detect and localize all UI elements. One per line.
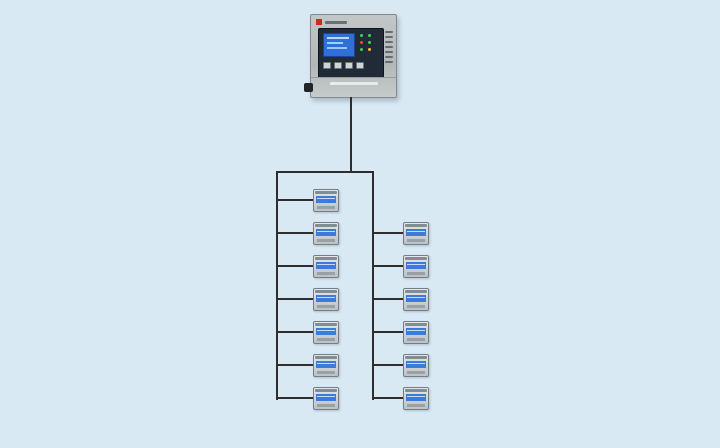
detector-top-cap bbox=[405, 290, 427, 293]
keypad-buttons bbox=[323, 62, 367, 69]
bus-stub-line bbox=[372, 364, 403, 366]
detector-display bbox=[406, 328, 426, 335]
detector-top-cap bbox=[315, 356, 337, 359]
detector-display bbox=[406, 394, 426, 401]
detector-node-right-2 bbox=[403, 255, 429, 278]
brand-logo-icon bbox=[316, 19, 322, 25]
bus-stub-line bbox=[372, 397, 403, 399]
detector-terminals bbox=[407, 371, 425, 374]
cable-gland bbox=[304, 83, 313, 92]
detector-top-cap bbox=[405, 323, 427, 326]
detector-display bbox=[316, 394, 336, 401]
detector-terminals bbox=[407, 272, 425, 275]
detector-top-cap bbox=[405, 389, 427, 392]
detector-terminals bbox=[407, 239, 425, 242]
detector-node-right-6 bbox=[403, 387, 429, 410]
detector-terminals bbox=[407, 338, 425, 341]
brand-text bbox=[325, 21, 347, 24]
bus-stub-line bbox=[276, 199, 313, 201]
detector-node-left-3 bbox=[313, 255, 339, 278]
right-bus-line bbox=[372, 171, 374, 400]
status-led-icon bbox=[360, 34, 363, 37]
detector-node-left-5 bbox=[313, 321, 339, 344]
detector-display bbox=[406, 361, 426, 368]
detector-top-cap bbox=[405, 224, 427, 227]
bus-stub-line bbox=[276, 364, 313, 366]
left-bus-line bbox=[276, 171, 278, 400]
detector-node-left-7 bbox=[313, 387, 339, 410]
detector-top-cap bbox=[315, 389, 337, 392]
bus-stub-line bbox=[276, 265, 313, 267]
detector-node-right-5 bbox=[403, 354, 429, 377]
controller-display-panel bbox=[318, 28, 384, 78]
detector-display bbox=[316, 262, 336, 269]
detector-display bbox=[406, 262, 426, 269]
bus-stub-line bbox=[372, 265, 403, 267]
alarm-led-icon bbox=[360, 41, 363, 44]
detector-display bbox=[316, 229, 336, 236]
detector-node-left-2 bbox=[313, 222, 339, 245]
name-plate-text bbox=[329, 82, 378, 85]
gas-alarm-controller bbox=[304, 14, 397, 98]
detector-terminals bbox=[317, 305, 335, 308]
riser-line bbox=[350, 97, 352, 173]
bus-stub-line bbox=[276, 331, 313, 333]
detector-top-cap bbox=[315, 224, 337, 227]
bus-stub-line bbox=[276, 232, 313, 234]
status-led-icon bbox=[368, 34, 371, 37]
fault-led-icon bbox=[368, 48, 371, 51]
detector-top-cap bbox=[315, 323, 337, 326]
detector-top-cap bbox=[315, 257, 337, 260]
detector-node-left-4 bbox=[313, 288, 339, 311]
detector-display bbox=[316, 328, 336, 335]
detector-terminals bbox=[317, 272, 335, 275]
status-led-icon bbox=[368, 41, 371, 44]
detector-terminals bbox=[407, 305, 425, 308]
bus-stub-line bbox=[276, 397, 313, 399]
detector-display bbox=[316, 361, 336, 368]
status-led-cluster bbox=[360, 34, 378, 54]
bus-stub-line bbox=[372, 298, 403, 300]
detector-node-right-3 bbox=[403, 288, 429, 311]
detector-display bbox=[316, 295, 336, 302]
detector-display bbox=[406, 295, 426, 302]
detector-node-left-1 bbox=[313, 189, 339, 212]
bus-stub-line bbox=[372, 232, 403, 234]
branch-header-line bbox=[276, 171, 374, 173]
detector-terminals bbox=[317, 206, 335, 209]
detector-display bbox=[316, 196, 336, 203]
bus-stub-line bbox=[372, 331, 403, 333]
detector-top-cap bbox=[405, 257, 427, 260]
detector-terminals bbox=[407, 404, 425, 407]
vent-grille bbox=[385, 31, 393, 66]
detector-terminals bbox=[317, 338, 335, 341]
status-led-icon bbox=[360, 48, 363, 51]
detector-terminals bbox=[317, 371, 335, 374]
detector-top-cap bbox=[315, 290, 337, 293]
detector-node-right-1 bbox=[403, 222, 429, 245]
bus-stub-line bbox=[276, 298, 313, 300]
detector-display bbox=[406, 229, 426, 236]
lcd-screen bbox=[323, 33, 355, 57]
detector-terminals bbox=[317, 239, 335, 242]
detector-node-left-6 bbox=[313, 354, 339, 377]
detector-terminals bbox=[317, 404, 335, 407]
detector-top-cap bbox=[315, 191, 337, 194]
detector-top-cap bbox=[405, 356, 427, 359]
detector-node-right-4 bbox=[403, 321, 429, 344]
